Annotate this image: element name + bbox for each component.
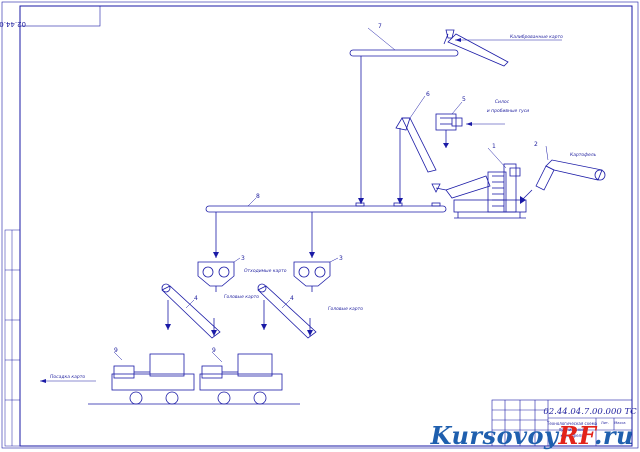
stamp-title-line-1: Технологическая схема — [546, 421, 598, 426]
label-8: 8 — [256, 193, 260, 200]
label-3-right: 3 — [339, 255, 343, 262]
label-chips-a: Головые карто — [224, 294, 259, 300]
watermark-brand-c: .ru — [594, 421, 634, 450]
label-7: 7 — [378, 23, 382, 30]
top-left-stamp — [19, 5, 101, 27]
watermark-logo: KursovoyRF.ru — [431, 421, 634, 450]
label-2: 2 — [534, 141, 538, 148]
top-conveyor-7 — [349, 27, 459, 204]
hopper-3-left — [197, 257, 241, 292]
washer-5 — [435, 101, 505, 148]
distribution-conveyor-8 — [205, 197, 447, 258]
label-calibrated: Калиброванные карто — [510, 34, 563, 40]
label-9-right: 9 — [212, 347, 216, 354]
stamp-mass-label: Масса — [614, 421, 625, 425]
watermark-brand-a: Kursovoy — [430, 421, 559, 450]
elevator-6 — [395, 95, 437, 204]
label-1: 1 — [492, 143, 496, 150]
incline-conveyor-4-right — [257, 283, 317, 339]
stamp-title-line-2: прочищения — [559, 427, 586, 432]
stamp-lit-label: Лит. — [601, 421, 609, 425]
label-clean-2: и пробивные гуси — [487, 108, 529, 114]
label-chips-b: Головые карто — [328, 306, 363, 312]
calibrated-sorter — [443, 29, 562, 67]
rotated-drawing-number: 02.44.04.7.00.000 ТС — [0, 20, 26, 28]
left-side-strip — [4, 229, 21, 447]
sorting-machine-1 — [431, 147, 527, 219]
label-6: 6 — [426, 91, 430, 98]
label-5: 5 — [462, 96, 466, 103]
label-loading: Посадка карто — [50, 374, 85, 380]
loading-arrow — [40, 379, 96, 383]
stamp-title-line-3: картофеля — [560, 433, 584, 438]
feeder-conveyor-2 — [520, 145, 606, 204]
incline-conveyor-4-left — [161, 283, 221, 339]
watermark-brand-b: RF — [558, 421, 595, 450]
label-3-left: 3 — [241, 255, 245, 262]
label-4-right: 4 — [290, 295, 294, 302]
label-clean-1: Силос — [495, 99, 510, 105]
title-block — [491, 399, 633, 447]
packing-cart-9-left — [111, 351, 195, 405]
packing-cart-9-right — [199, 351, 283, 405]
stamp-drawing-number: 02.44.04.7.00.000 ТС — [543, 407, 637, 417]
label-4-left: 4 — [194, 295, 198, 302]
label-stored: Отходимые карто — [244, 268, 287, 274]
label-9-left: 9 — [114, 347, 118, 354]
hopper-3-right — [293, 257, 339, 292]
inner-frame — [19, 5, 633, 447]
label-potatoes: Картофель — [570, 152, 597, 158]
